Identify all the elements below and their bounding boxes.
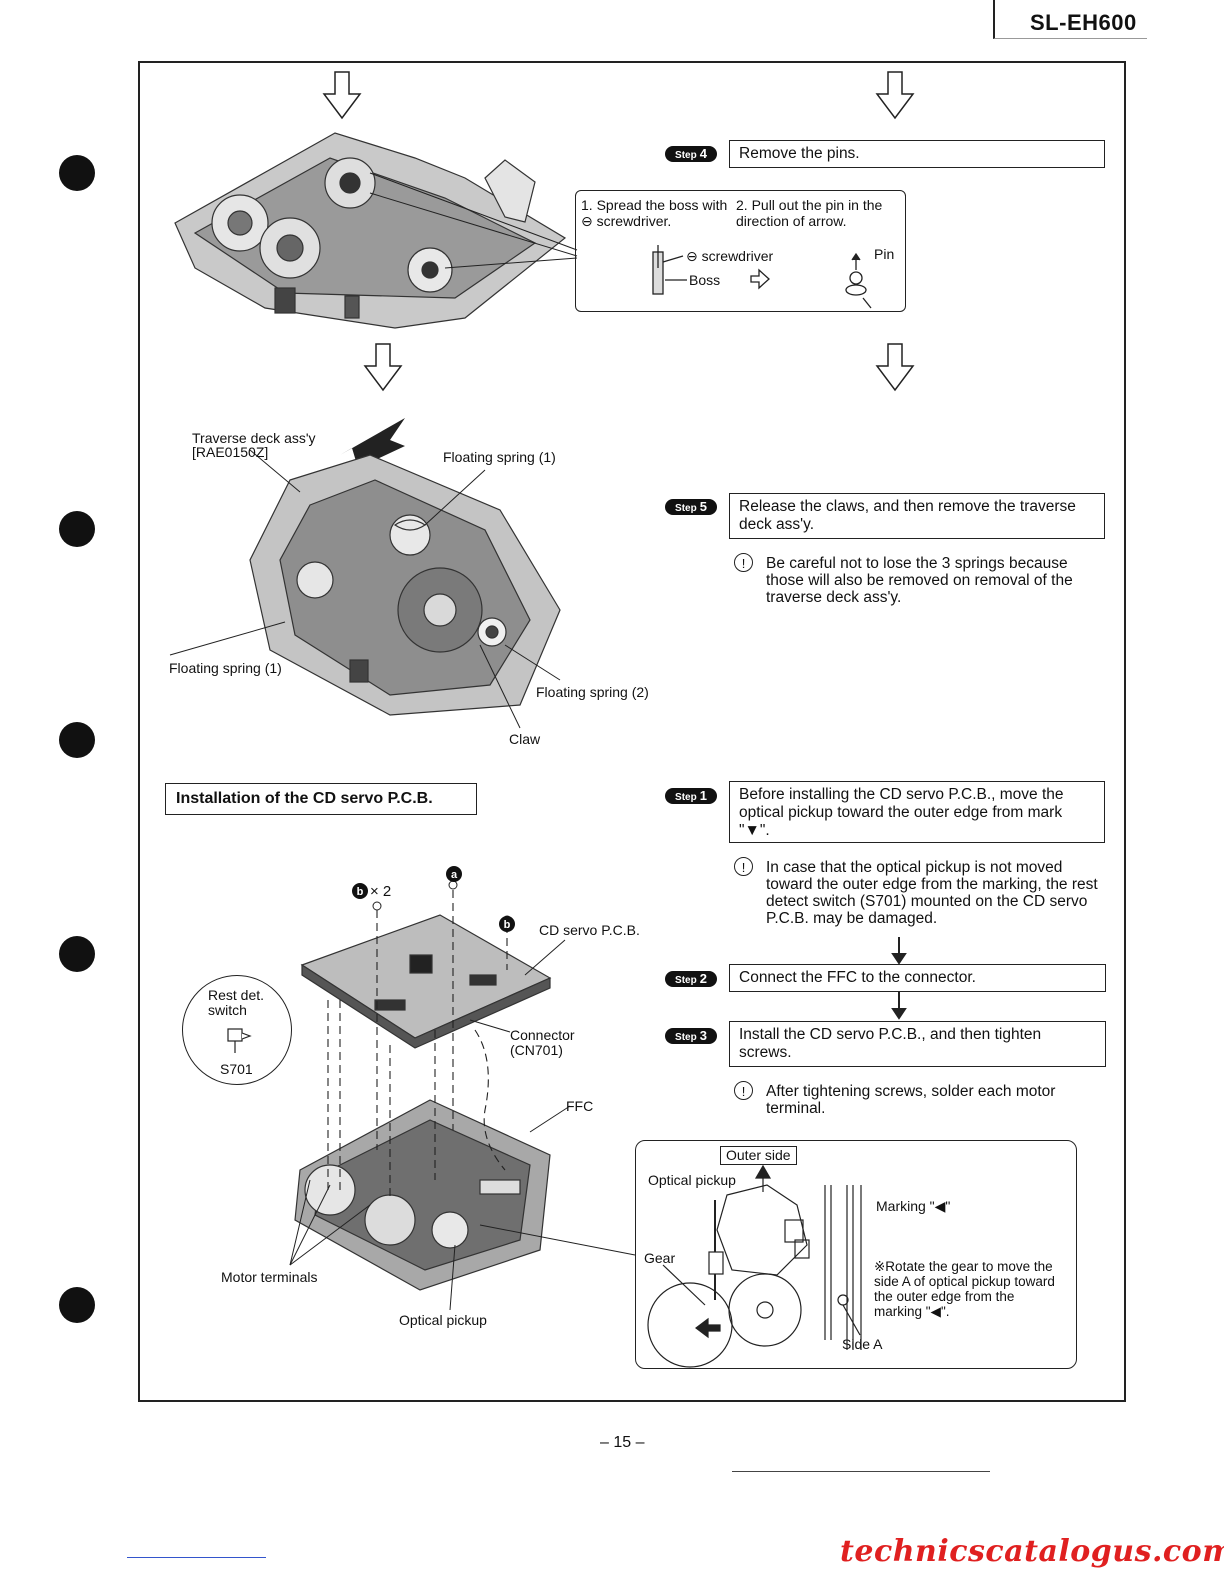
page-number: – 15 – — [600, 1434, 644, 1452]
connector-label: Connector — [510, 1027, 575, 1043]
screw-quantity: × 2 — [370, 884, 391, 900]
s701-label: S701 — [220, 1061, 253, 1077]
switch-icon — [226, 1025, 256, 1057]
pin-callout-sketches — [575, 190, 906, 312]
cd-servo-pcb-label: CD servo P.C.B. — [539, 922, 640, 938]
down-arrow-icon — [324, 72, 360, 118]
step-3-caution: After tightening screws, solder each mot… — [766, 1083, 1106, 1117]
floating-spring-2-label: Floating spring (2) — [536, 684, 649, 700]
rest-switch-label: Rest det. switch — [208, 988, 278, 1018]
caution-icon: ! — [734, 1081, 753, 1100]
step-1-caution: In case that the optical pickup is not m… — [766, 859, 1106, 927]
screw-b-marker: b — [499, 916, 515, 932]
floating-spring-top-label: Floating spring (1) — [443, 449, 556, 465]
optical-pickup-label: Optical pickup — [399, 1312, 487, 1328]
catalog-watermark: technicscatalogus.com — [840, 1534, 1224, 1569]
screw-b-marker: b — [352, 883, 368, 899]
step-3-instruction: Install the CD servo P.C.B., and then ti… — [729, 1021, 1106, 1067]
down-arrow-icon — [877, 344, 913, 390]
section-title: Installation of the CD servo P.C.B. — [165, 783, 477, 815]
footer-rule — [732, 1471, 990, 1472]
caution-icon: ! — [734, 553, 753, 572]
step-4-instruction: Remove the pins. — [729, 140, 1105, 168]
step-5-caution: Be careful not to lose the 3 springs bec… — [766, 555, 1106, 606]
step-1-instruction: Before installing the CD servo P.C.B., m… — [729, 781, 1105, 843]
footer-link-rule — [127, 1557, 266, 1558]
svg-text:a: a — [451, 869, 458, 881]
svg-text:b: b — [504, 919, 511, 931]
mechanism-illustration-top — [165, 118, 585, 338]
step-2-instruction: Connect the FFC to the connector. — [729, 964, 1106, 992]
claw-label: Claw — [509, 731, 540, 747]
screw-a-marker: a — [446, 866, 462, 882]
caution-icon: ! — [734, 857, 753, 876]
down-arrow-icon — [877, 72, 913, 118]
floating-spring-left-label: Floating spring (1) — [169, 660, 282, 676]
motor-terminals-label: Motor terminals — [221, 1269, 317, 1285]
down-arrow-icon — [365, 344, 401, 390]
pickup-gear-sketch — [635, 1140, 1077, 1369]
traverse-deck-part-number: [RAE0150Z] — [192, 444, 268, 460]
connector-id-label: (CN701) — [510, 1042, 563, 1058]
svg-text:b: b — [357, 886, 364, 898]
step-5-instruction: Release the claws, and then remove the t… — [729, 493, 1105, 539]
up-arrow-icon — [756, 1166, 770, 1178]
right-hollow-arrow-icon — [751, 270, 769, 288]
ffc-label: FFC — [566, 1098, 593, 1114]
left-arrow-icon — [696, 1319, 720, 1337]
